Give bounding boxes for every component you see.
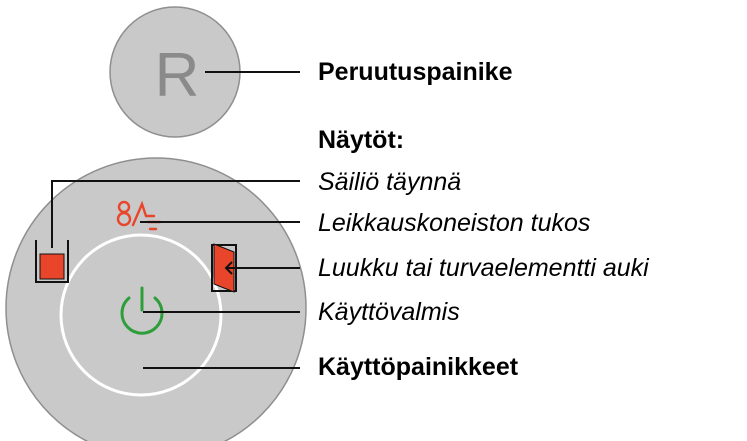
bin-full-icon xyxy=(35,240,69,283)
power-button xyxy=(59,233,223,397)
reset-glyph: R xyxy=(155,41,200,110)
operating-buttons-label: Käyttöpainikkeet xyxy=(318,353,519,381)
leader-lines xyxy=(51,71,300,369)
indicators-heading: Näytöt: xyxy=(318,126,405,154)
door-open-icon xyxy=(211,243,241,293)
reset-button: R xyxy=(109,6,241,138)
indicator-label-cutter-jam: Leikkauskoneiston tukos xyxy=(318,209,591,237)
indicator-label-door-open: Luukku tai turvaelementti auki xyxy=(318,254,649,282)
indicator-label-ready: Käyttövalmis xyxy=(318,298,460,326)
power-icon xyxy=(120,286,164,335)
indicator-label-bin-full: Säiliö täynnä xyxy=(318,168,462,196)
reset-button-label: Peruutuspainike xyxy=(318,58,513,86)
